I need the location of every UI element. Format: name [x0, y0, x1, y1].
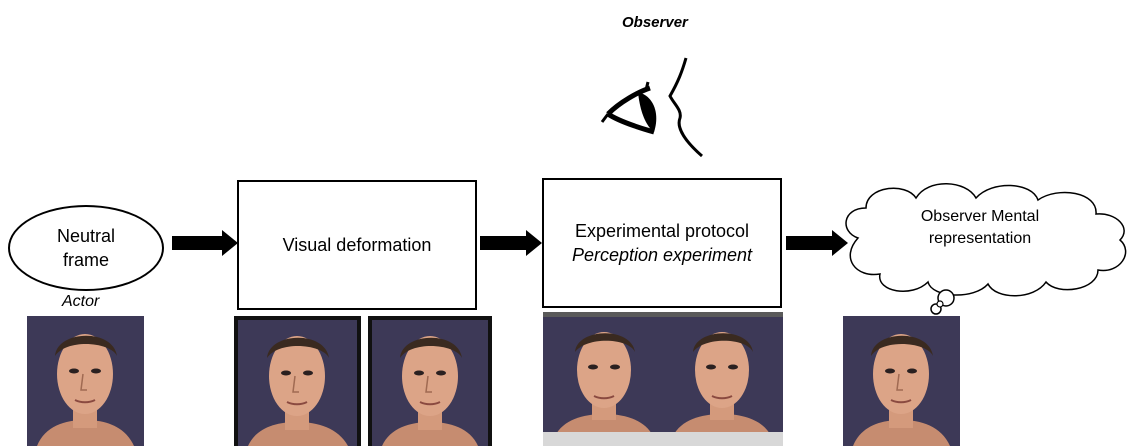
experimental-protocol-box: Experimental protocol Perception experim…: [542, 178, 782, 308]
screen-titlebar: [543, 312, 783, 317]
deformed-face-image-1: [234, 316, 361, 446]
visual-deformation-box: Visual deformation: [237, 180, 477, 310]
thought-cloud-icon: [845, 183, 1127, 315]
neutral-frame-line1: Neutral: [56, 226, 116, 246]
face-icon: [673, 332, 771, 436]
visual-deformation-label: Visual deformation: [282, 235, 432, 255]
experimental-protocol-line1: Experimental protocol: [574, 221, 750, 241]
arrow-right-icon: [172, 230, 238, 256]
arrow-right-icon: [480, 230, 542, 256]
deformed-face-image-2: [368, 316, 492, 446]
face-icon: [27, 316, 144, 446]
actor-label: Actor: [62, 293, 100, 310]
observer-title: Observer: [622, 14, 688, 31]
eye-icon: [600, 57, 703, 158]
mental-representation-face-image: [843, 316, 960, 446]
experimental-protocol-line2: Perception experiment: [571, 245, 753, 265]
experiment-screen-image: [543, 312, 783, 446]
neutral-frame-node: Neutral frame: [8, 205, 164, 291]
face-icon: [238, 320, 357, 446]
face-icon: [555, 332, 653, 436]
face-icon: [372, 320, 488, 446]
arrow-right-icon: [786, 230, 848, 256]
mental-representation-text: Observer Mental representation: [880, 206, 1080, 250]
mental-representation-line2: representation: [928, 230, 1032, 247]
mental-representation-line1: Observer Mental: [920, 208, 1040, 225]
actor-face-image: [27, 316, 144, 446]
screen-controls: [543, 432, 783, 446]
face-icon: [843, 316, 960, 446]
neutral-frame-line2: frame: [62, 250, 109, 270]
